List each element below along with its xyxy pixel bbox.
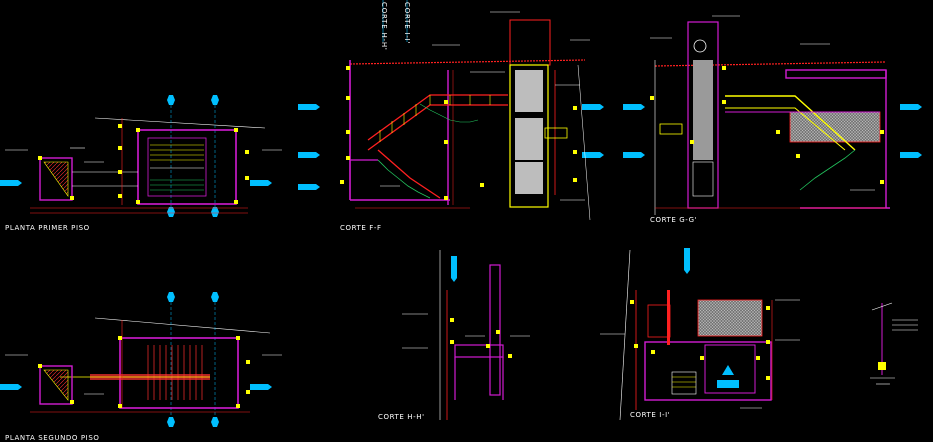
label-corte-gg: CORTE G-G' xyxy=(650,216,698,224)
label-corte-hh-vertical: CORTE H-H' xyxy=(380,2,388,51)
label-corte-hh: CORTE H-H' xyxy=(378,413,425,421)
planta-segundo-piso-drawing xyxy=(0,292,282,427)
label-planta-primer-piso: PLANTA PRIMER PISO xyxy=(5,224,90,232)
label-planta-segundo-piso: PLANTA SEGUNDO PISO xyxy=(5,434,100,442)
label-corte-ii-vertical: CORTE I-I' xyxy=(403,2,411,45)
planta-primer-piso-drawing xyxy=(0,95,282,217)
label-corte-ff: CORTE F-F xyxy=(340,224,382,232)
label-corte-ii: CORTE I-I' xyxy=(630,411,671,419)
corte-ff-drawing xyxy=(298,0,604,221)
corte-gg-drawing xyxy=(623,15,922,215)
detail-drawing xyxy=(870,302,918,385)
level-markers xyxy=(0,95,272,217)
corte-ii-drawing xyxy=(600,248,800,421)
corte-hh-drawing xyxy=(402,250,530,420)
